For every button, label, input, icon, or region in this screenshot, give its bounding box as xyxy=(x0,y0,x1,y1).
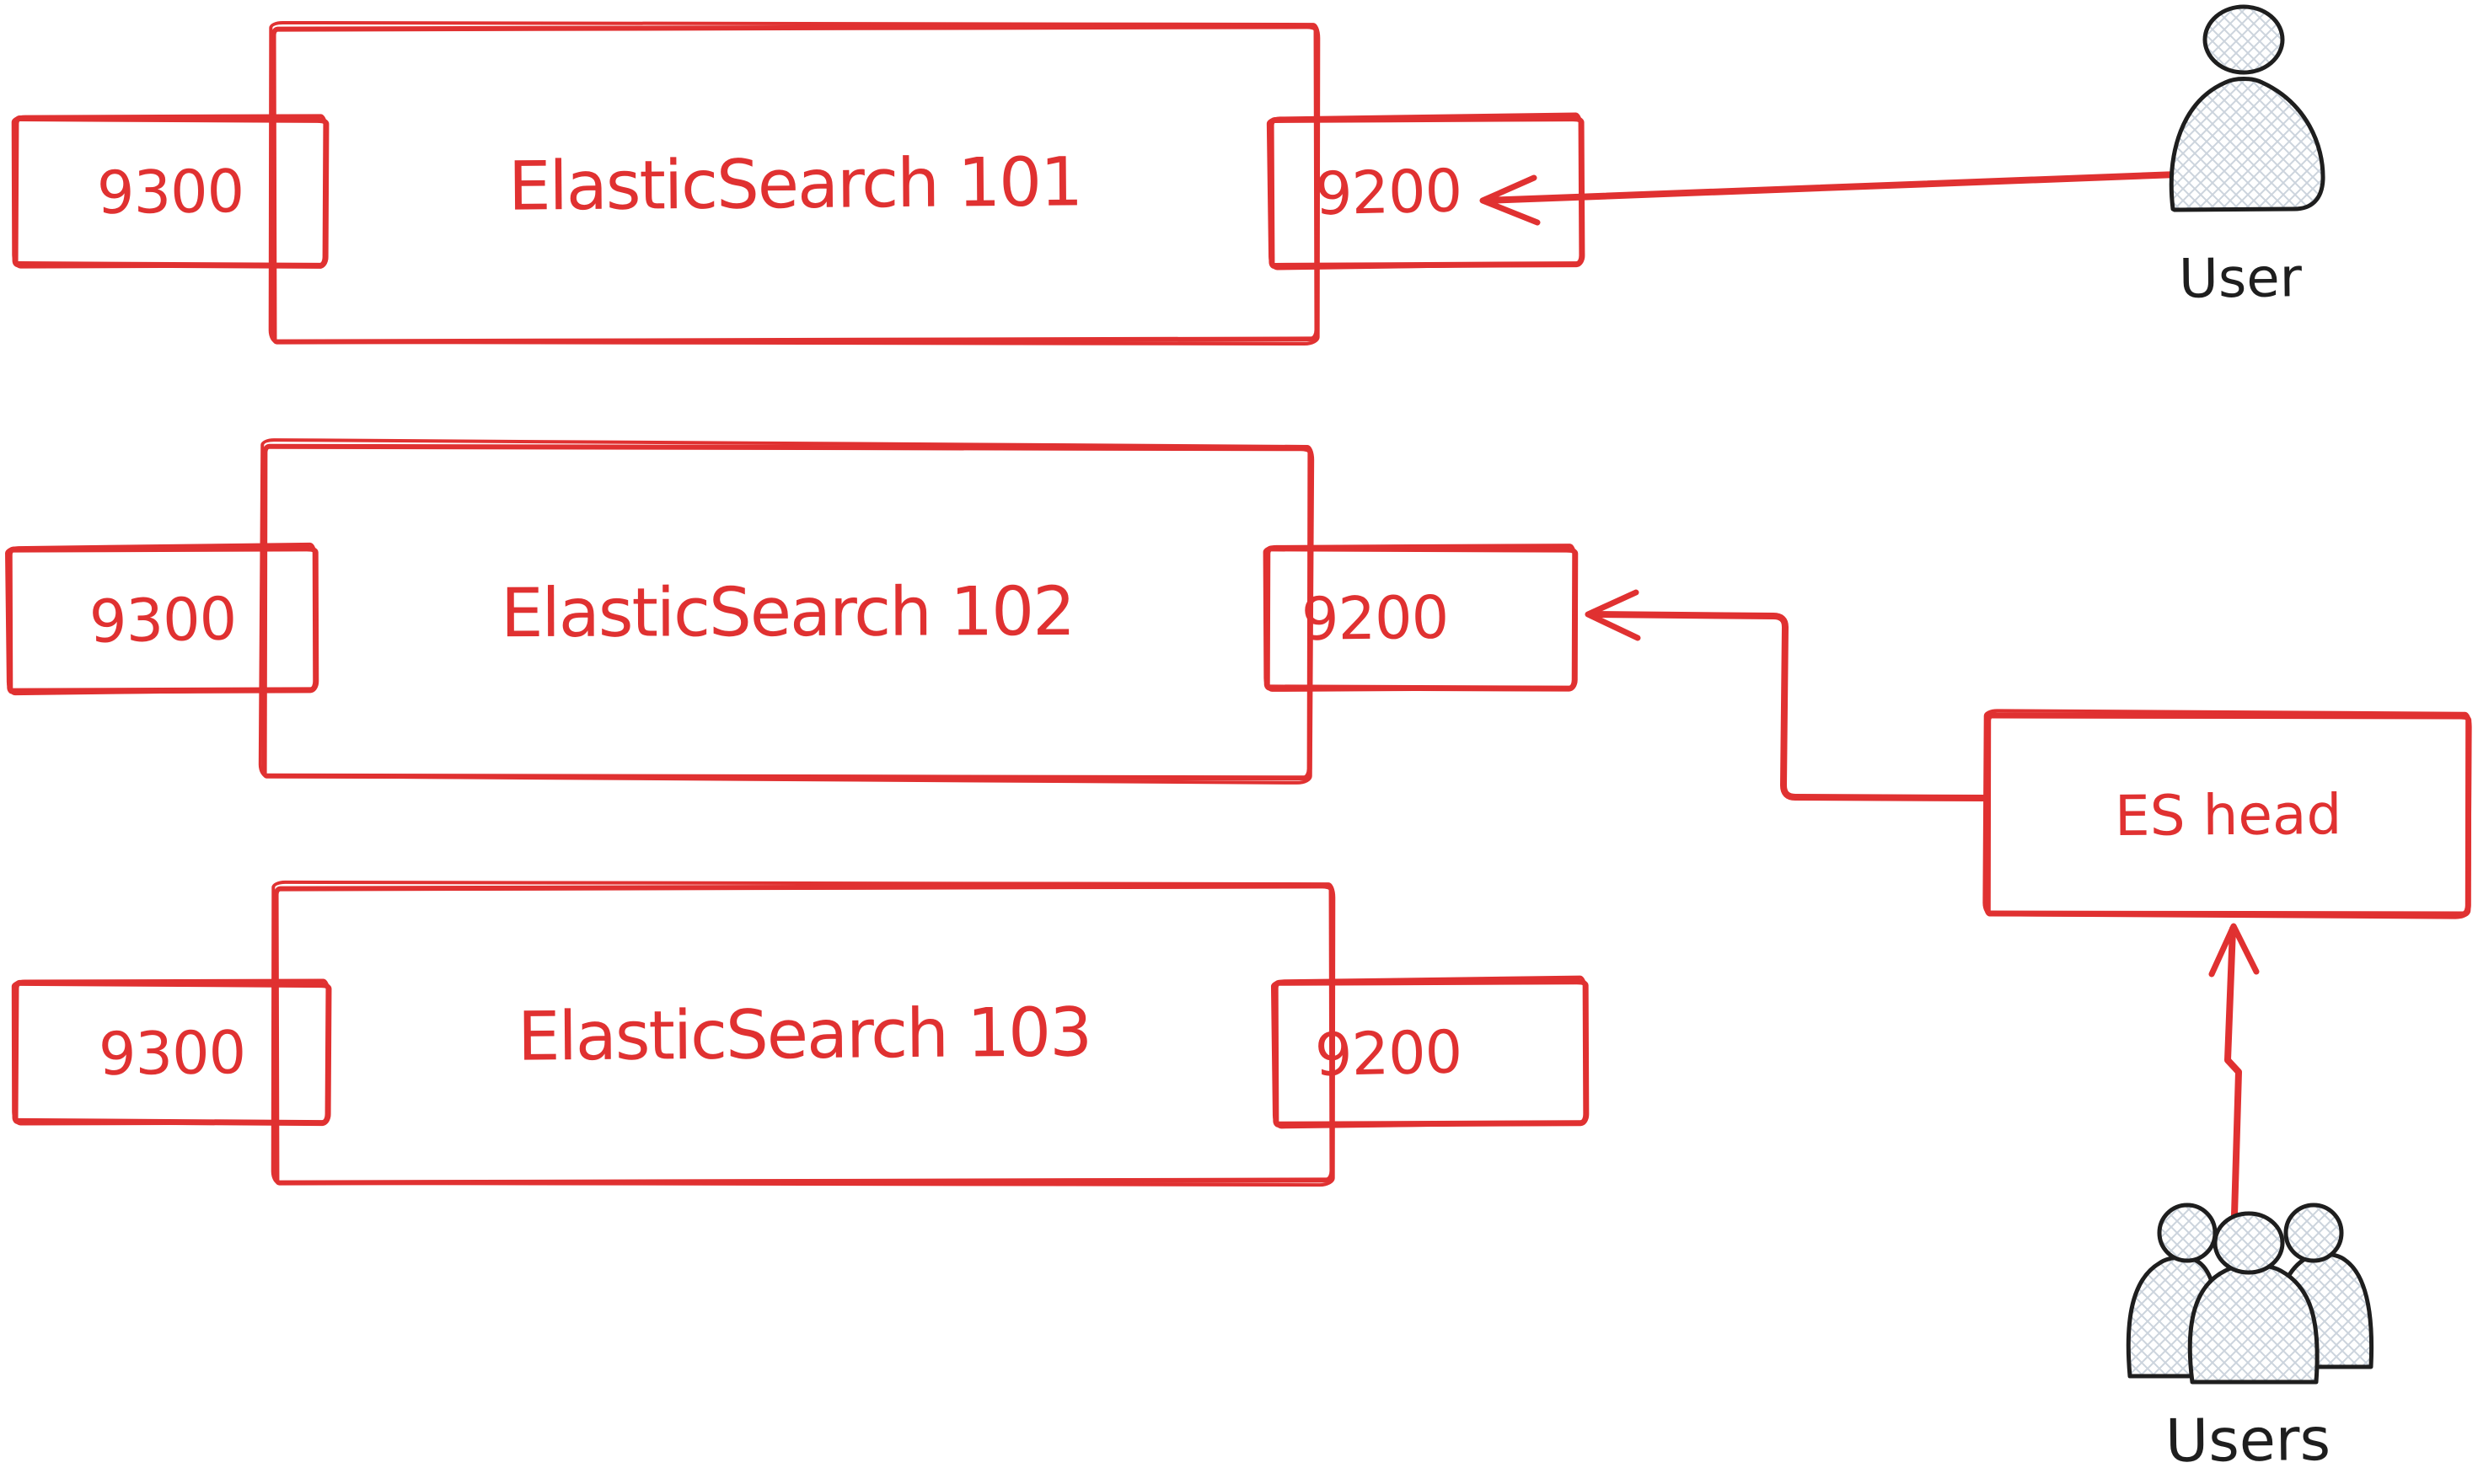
arrow-user-to-9200-101 xyxy=(1479,169,2249,226)
arrow-users-to-es-head xyxy=(2208,923,2260,1219)
user-icon xyxy=(2169,4,2325,212)
users-group-icon xyxy=(2126,1203,2374,1385)
arrow-es-head-to-9200-102 xyxy=(1585,589,1988,801)
user-label: User xyxy=(2178,247,2303,311)
users-label: Users xyxy=(2164,1404,2331,1476)
